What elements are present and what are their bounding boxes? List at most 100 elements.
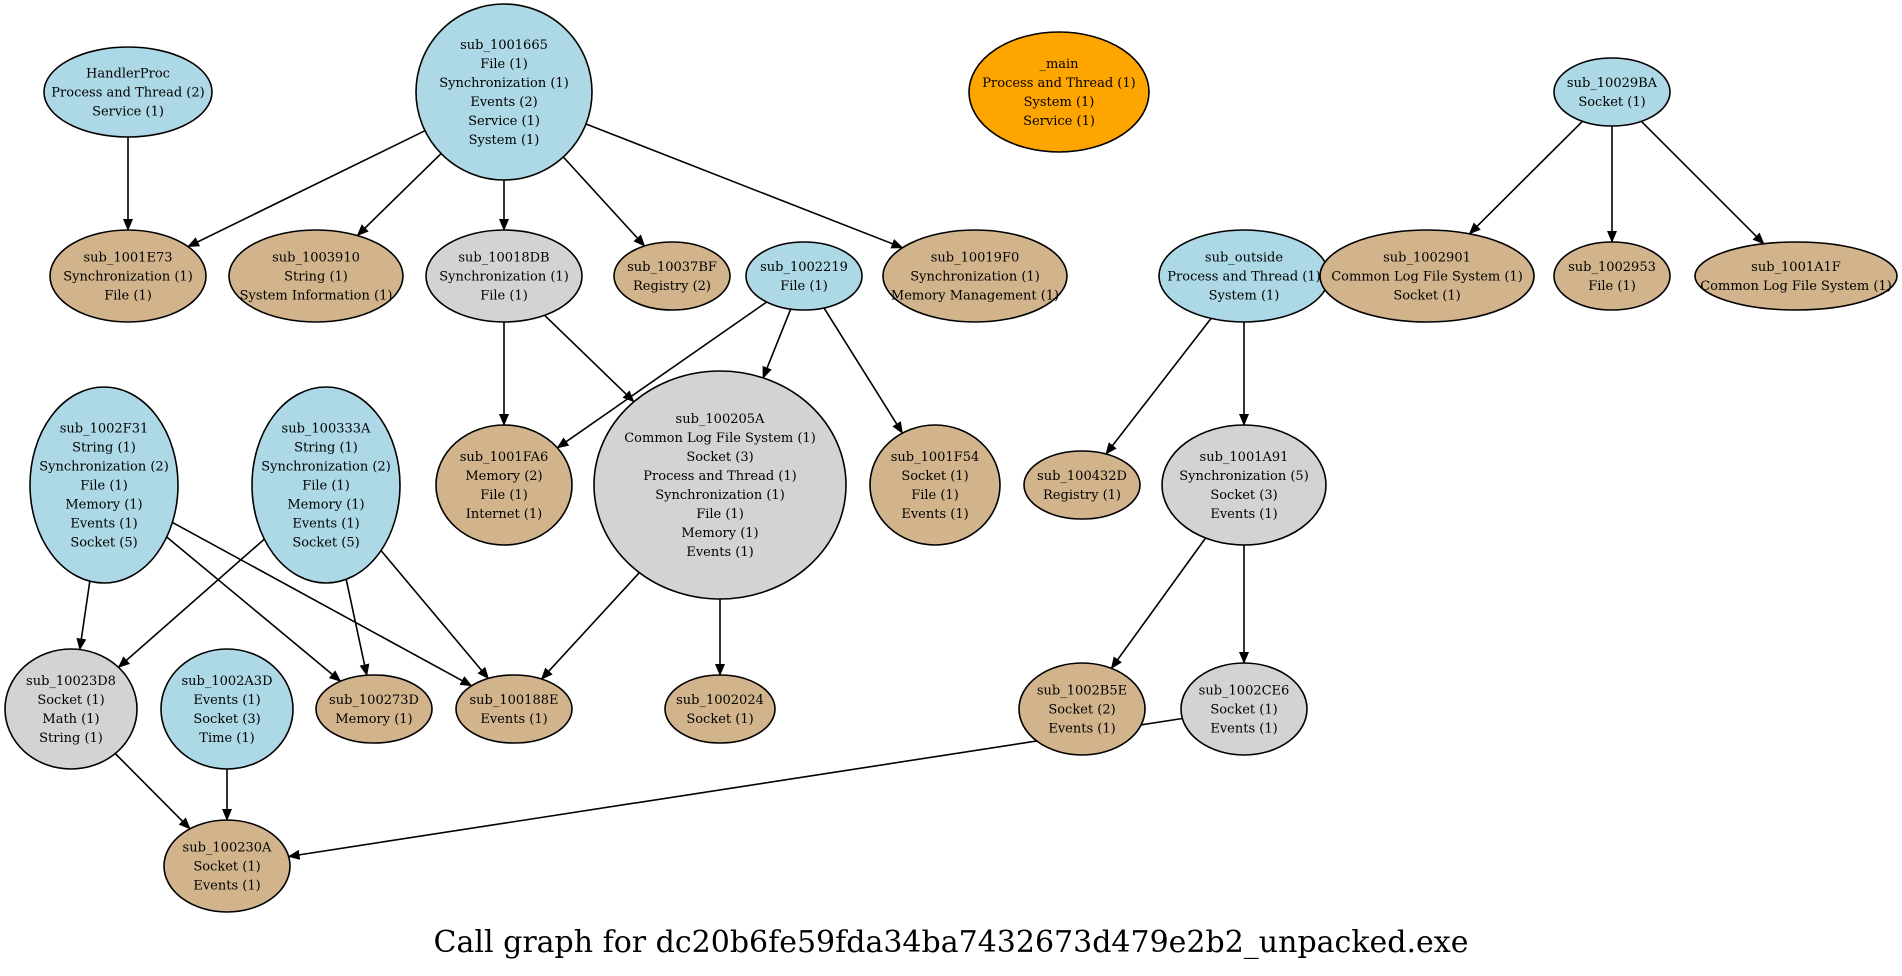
node-title: sub_100432D xyxy=(1037,469,1127,484)
node-api-count: Events (2) xyxy=(470,95,537,110)
edge-sub_1001665-to-sub_10037BF xyxy=(562,156,646,247)
node-api-count: System (1) xyxy=(1209,289,1280,304)
node-api-count: Service (1) xyxy=(468,114,540,129)
edge-sub_10023D8-to-sub_100230A xyxy=(114,752,191,830)
edge-sub_100333A-to-sub_100273D xyxy=(345,579,370,677)
node-title: sub_10018DB xyxy=(458,251,549,266)
node-title: sub_100188E xyxy=(470,693,559,708)
node-api-count: Socket (1) xyxy=(37,693,104,708)
node-sub_10018DB: sub_10018DB Synchronization (1) File (1) xyxy=(425,229,583,323)
node-api-count: Synchronization (1) xyxy=(439,76,569,91)
node-title: sub_1002B5E xyxy=(1037,684,1127,699)
node-api-count: Math (1) xyxy=(42,712,99,727)
node-title: _main xyxy=(1039,57,1079,72)
node-sub_1002B5E: sub_1002B5E Socket (2) Events (1) xyxy=(1018,662,1146,756)
edge-sub_1001665-to-sub_10019F0 xyxy=(585,123,904,249)
edges-layer xyxy=(76,120,1765,860)
node-ellipse xyxy=(664,674,776,744)
edge-sub_1001665-to-sub_1001E73 xyxy=(187,129,426,248)
node-ellipse xyxy=(251,386,401,584)
node-api-count: Time (1) xyxy=(199,731,254,746)
edge-sub_1002F31-to-sub_10023D8 xyxy=(76,581,91,651)
node-ellipse xyxy=(1161,424,1327,546)
node-ellipse xyxy=(1023,450,1141,520)
node-api-count: Registry (2) xyxy=(633,279,711,294)
node-api-count: File (1) xyxy=(480,289,528,304)
node-title: sub_1002A3D xyxy=(181,674,272,689)
node-api-count: Socket (1) xyxy=(1393,289,1460,304)
node-title: sub_1001E73 xyxy=(84,251,173,266)
node-sub_10037BF: sub_10037BF Registry (2) xyxy=(613,241,731,311)
node-ellipse xyxy=(228,229,404,323)
node-api-count: Socket (3) xyxy=(193,712,260,727)
edge-sub_10029BA-to-sub_1002901 xyxy=(1468,120,1584,235)
node-title: sub_10019F0 xyxy=(931,251,1020,266)
node-api-count: File (1) xyxy=(80,479,128,494)
node-ellipse xyxy=(435,424,573,546)
node-api-count: Memory (2) xyxy=(465,469,542,484)
node-api-count: Socket (3) xyxy=(1210,488,1277,503)
node-api-count: Memory (1) xyxy=(681,526,758,541)
node-api-count: String (1) xyxy=(294,441,358,456)
edge-sub_1001665-to-sub_1003910 xyxy=(356,153,442,237)
node-api-count: File (1) xyxy=(104,289,152,304)
node-sub_100333A: sub_100333A String (1) Synchronization (2)… xyxy=(251,386,401,584)
node-api-count: System (1) xyxy=(469,133,540,148)
edge-sub_1002F31-to-sub_100273D xyxy=(166,536,342,682)
node-title: sub_10037BF xyxy=(627,260,717,275)
node-title: sub_1002CE6 xyxy=(1199,684,1290,699)
node-api-count: Socket (1) xyxy=(1578,95,1645,110)
node-api-count: Events (1) xyxy=(686,545,753,560)
node-api-count: Synchronization (2) xyxy=(39,460,169,475)
node-api-count: Internet (1) xyxy=(466,507,542,522)
edge-sub_1001A91-to-sub_1002B5E xyxy=(1110,537,1207,670)
node-api-count: Socket (2) xyxy=(1048,703,1115,718)
node-title: sub_100230A xyxy=(183,841,272,856)
node-title: sub_1002024 xyxy=(676,693,764,708)
node-ellipse xyxy=(315,674,433,744)
edge-sub_1002219-to-sub_1001F54 xyxy=(823,307,904,434)
node-title: sub_1001665 xyxy=(460,38,548,53)
node-api-count: Events (1) xyxy=(193,693,260,708)
node-api-count: Memory (1) xyxy=(65,498,142,513)
node-api-count: File (1) xyxy=(480,57,528,72)
node-title: sub_100205A xyxy=(676,412,765,427)
node-ellipse xyxy=(49,229,207,323)
node-api-count: Synchronization (1) xyxy=(655,488,785,503)
node-title: sub_100333A xyxy=(282,422,371,437)
node-title: sub_1002901 xyxy=(1383,251,1471,266)
node-api-count: Socket (1) xyxy=(193,860,260,875)
node-title: sub_1002F31 xyxy=(60,422,149,437)
node-ellipse xyxy=(1553,241,1671,311)
node-api-count: String (1) xyxy=(39,731,103,746)
node-api-count: Synchronization (1) xyxy=(439,270,569,285)
node-api-count: Events (1) xyxy=(292,517,359,532)
edge-sub_1002CE6-to-sub_100230A xyxy=(287,717,1183,860)
node-api-count: Synchronization (1) xyxy=(910,270,1040,285)
node-api-count: Memory (1) xyxy=(287,498,364,513)
node-api-count: Events (1) xyxy=(1048,722,1115,737)
edge-sub_100333A-to-sub_100188E xyxy=(380,549,490,680)
node-title: sub_1003910 xyxy=(272,251,360,266)
node-api-count: Process and Thread (1) xyxy=(643,469,796,484)
node-api-count: File (1) xyxy=(480,488,528,503)
edge-sub_100333A-to-sub_10023D8 xyxy=(117,538,265,668)
graph-caption: Call graph for dc20b6fe59fda34ba7432673d… xyxy=(434,925,1469,960)
node-title: sub_1001A1F xyxy=(1751,260,1841,275)
node-api-count: Synchronization (2) xyxy=(261,460,391,475)
node-api-count: Events (1) xyxy=(480,712,547,727)
node-api-count: Process and Thread (1) xyxy=(1167,270,1320,285)
